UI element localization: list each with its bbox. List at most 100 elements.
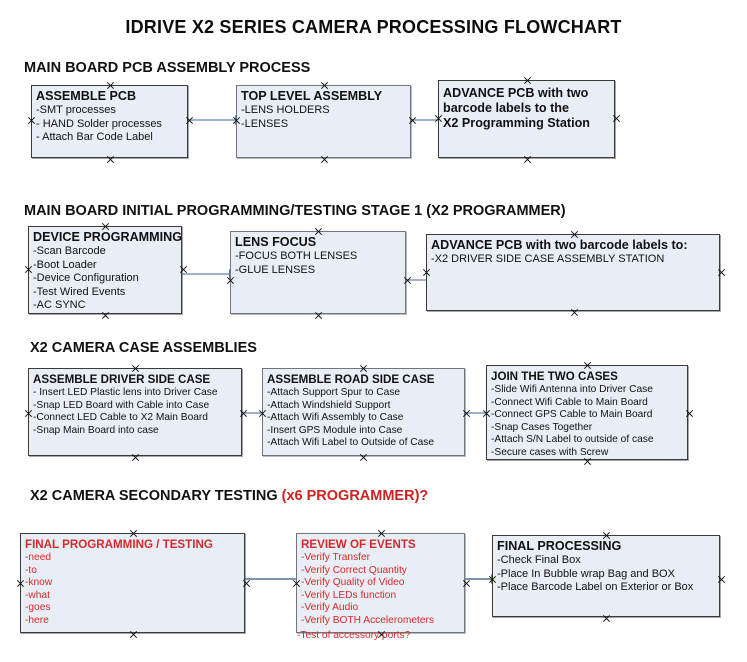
node-line: -Place Barcode Label on Exterior or Box <box>497 581 694 594</box>
node-header: FINAL PROGRAMMING / TESTING <box>25 538 213 551</box>
connector-assemble-pcb-to-top-level <box>188 115 243 125</box>
node-line: -Verify BOTH Accelerometers <box>301 614 435 626</box>
section-heading-text: MAIN BOARD INITIAL PROGRAMMING/TESTING S… <box>24 203 566 219</box>
node-join-the-two-cases[interactable]: JOIN THE TWO CASES -Slide Wifi Antenna i… <box>486 365 688 460</box>
connection-handle-bottom-icon[interactable] <box>131 453 140 462</box>
connection-handle-left-icon[interactable] <box>27 116 36 125</box>
node-header-line2: barcode labels to the <box>443 101 569 115</box>
connection-handle-left-icon[interactable] <box>422 268 431 277</box>
node-line: -Attach S/N Label to outside of case <box>491 434 654 446</box>
node-line: -Connect LED Cable to X2 Main Board <box>33 412 208 424</box>
node-header: ASSEMBLE DRIVER SIDE CASE <box>33 373 211 386</box>
node-line: -Attach Wifi Label to Outside of Case <box>267 437 435 449</box>
node-header: ASSEMBLE ROAD SIDE CASE <box>267 373 435 386</box>
node-assemble-driver-side-case[interactable]: ASSEMBLE DRIVER SIDE CASE - Insert LED P… <box>28 368 242 456</box>
section-heading-main-board-initial-programming: MAIN BOARD INITIAL PROGRAMMING/TESTING S… <box>24 203 566 219</box>
connection-handle-bottom-icon[interactable] <box>359 453 368 462</box>
connection-handle-left-icon[interactable] <box>16 579 25 588</box>
node-header-line3: X2 Programming Station <box>443 116 590 130</box>
node-line: -Verify Audio <box>301 602 359 614</box>
node-line: -Check Final Box <box>497 554 581 566</box>
node-line: -Snap Main Board into case <box>33 424 159 436</box>
node-advance-pcb-x2-programming-station[interactable]: ADVANCE PCB with two barcode labels to t… <box>438 80 615 158</box>
node-line: -Connect GPS Cable to Main Board <box>491 409 653 421</box>
node-header: FINAL PROCESSING <box>497 539 622 553</box>
node-line: -know <box>25 577 53 589</box>
node-line: -Device Configuration <box>33 272 139 285</box>
section-heading-x2-camera-case-assemblies: X2 CAMERA CASE ASSEMBLIES <box>30 340 257 356</box>
node-lens-focus[interactable]: LENS FOCUS -FOCUS BOTH LENSES -GLUE LENS… <box>230 231 406 314</box>
connection-handle-right-icon[interactable] <box>717 575 726 584</box>
section-heading-text: X2 CAMERA CASE ASSEMBLIES <box>30 340 257 356</box>
node-line: -Scan Barcode <box>33 245 106 257</box>
node-line: -Snap Cases Together <box>491 421 593 433</box>
node-header: REVIEW OF EVENTS <box>301 538 416 551</box>
connection-handle-bottom-icon[interactable] <box>314 311 323 320</box>
node-line: -to <box>25 564 37 576</box>
node-line: -here <box>25 614 49 626</box>
connection-handle-left-icon[interactable] <box>24 409 33 418</box>
connection-handle-bottom-icon[interactable] <box>129 630 138 639</box>
connection-handle-left-icon[interactable] <box>226 276 235 285</box>
node-line: - Attach Bar Code Label <box>36 131 153 144</box>
node-header: JOIN THE TWO CASES <box>491 370 618 383</box>
node-line: -goes <box>25 602 51 614</box>
node-line: -GLUE LENSES <box>235 263 316 276</box>
node-line: -Snap LED Board with Cable into Case <box>33 399 210 411</box>
node-final-processing[interactable]: FINAL PROCESSING -Check Final Box -Place… <box>492 535 720 617</box>
node-line: -Connect Wifi Cable to Main Board <box>491 396 648 408</box>
section-heading-text: X2 CAMERA SECONDARY TESTING <box>30 488 282 504</box>
connection-handle-right-icon[interactable] <box>612 114 621 123</box>
node-assemble-road-side-case[interactable]: ASSEMBLE ROAD SIDE CASE -Attach Support … <box>262 368 465 456</box>
connection-handle-bottom-icon[interactable] <box>523 155 532 164</box>
node-header: LENS FOCUS <box>235 235 317 249</box>
node-line: -FOCUS BOTH LENSES <box>235 250 358 262</box>
node-advance-pcb-driver-side-case[interactable]: ADVANCE PCB with two barcode labels to: … <box>426 234 720 311</box>
connection-handle-right-icon[interactable] <box>685 409 694 418</box>
node-line: -Insert GPS Module into Case <box>267 424 403 436</box>
node-review-of-events[interactable]: REVIEW OF EVENTS -Verify Transfer -Verif… <box>296 533 465 633</box>
node-line: - Insert LED Plastic lens into Driver Ca… <box>33 387 218 398</box>
node-line: -LENSES <box>241 117 289 130</box>
node-line: - HAND Solder processes <box>36 117 162 130</box>
node-header: ADVANCE PCB with two <box>443 86 589 100</box>
connection-handle-left-icon[interactable] <box>292 579 301 588</box>
connection-handle-top-icon[interactable] <box>523 76 532 85</box>
node-header: ASSEMBLE PCB <box>36 89 137 103</box>
section-heading-accent: (x6 PROGRAMMER)? <box>281 488 429 504</box>
connection-handle-bottom-icon[interactable] <box>106 155 115 164</box>
connection-handle-bottom-icon[interactable] <box>602 614 611 623</box>
connector-review-of-events-to-final-processing <box>465 574 499 584</box>
node-line: -need <box>25 552 52 563</box>
node-line: -AC SYNC <box>33 299 86 312</box>
connector-top-level-to-advance-pcb <box>411 115 446 125</box>
section-heading-x2-camera-secondary-testing: X2 CAMERA SECONDARY TESTING (x6 PROGRAMM… <box>30 488 428 504</box>
node-line: -Boot Loader <box>33 258 97 271</box>
node-line: -Verify Transfer <box>301 552 371 563</box>
node-review-of-events-overflow-line: -Test of accessory ports? <box>297 630 411 641</box>
node-device-programming[interactable]: DEVICE PROGRAMMING -Scan Barcode -Boot L… <box>28 226 182 314</box>
node-line: -Slide Wifi Antenna into Driver Case <box>491 384 653 395</box>
node-line: -Attach Support Spur to Case <box>267 387 401 398</box>
connection-handle-bottom-icon[interactable] <box>570 308 579 317</box>
node-top-level-assembly[interactable]: TOP LEVEL ASSEMBLY -LENS HOLDERS -LENSES <box>236 85 411 158</box>
node-line: -LENS HOLDERS <box>241 104 330 116</box>
node-line: -Verify LEDs function <box>301 589 397 601</box>
connection-handle-right-icon[interactable] <box>462 579 471 588</box>
node-line: -Test Wired Events <box>33 285 126 298</box>
section-heading-main-board-pcb-assembly: MAIN BOARD PCB ASSEMBLY PROCESS <box>24 60 310 76</box>
node-assemble-pcb[interactable]: ASSEMBLE PCB -SMT processes - HAND Solde… <box>31 85 188 158</box>
connector-final-programming-to-review-of-events <box>245 574 304 584</box>
node-final-programming-testing[interactable]: FINAL PROGRAMMING / TESTING -need -to -k… <box>20 533 245 633</box>
node-line: -Attach Wifi Assembly to Case <box>267 412 404 424</box>
connection-handle-left-icon[interactable] <box>24 265 33 274</box>
node-line: -what <box>25 589 50 601</box>
node-line: -Verify Quality of Video <box>301 577 405 589</box>
connection-handle-bottom-icon[interactable] <box>320 155 329 164</box>
connection-handle-right-icon[interactable] <box>242 579 251 588</box>
connector-driver-case-to-road-case <box>242 408 271 418</box>
connector-device-programming-to-lens-focus <box>182 269 237 279</box>
node-line: -X2 DRIVER SIDE CASE ASSEMBLY STATION <box>431 253 665 265</box>
connection-handle-right-icon[interactable] <box>717 268 726 277</box>
